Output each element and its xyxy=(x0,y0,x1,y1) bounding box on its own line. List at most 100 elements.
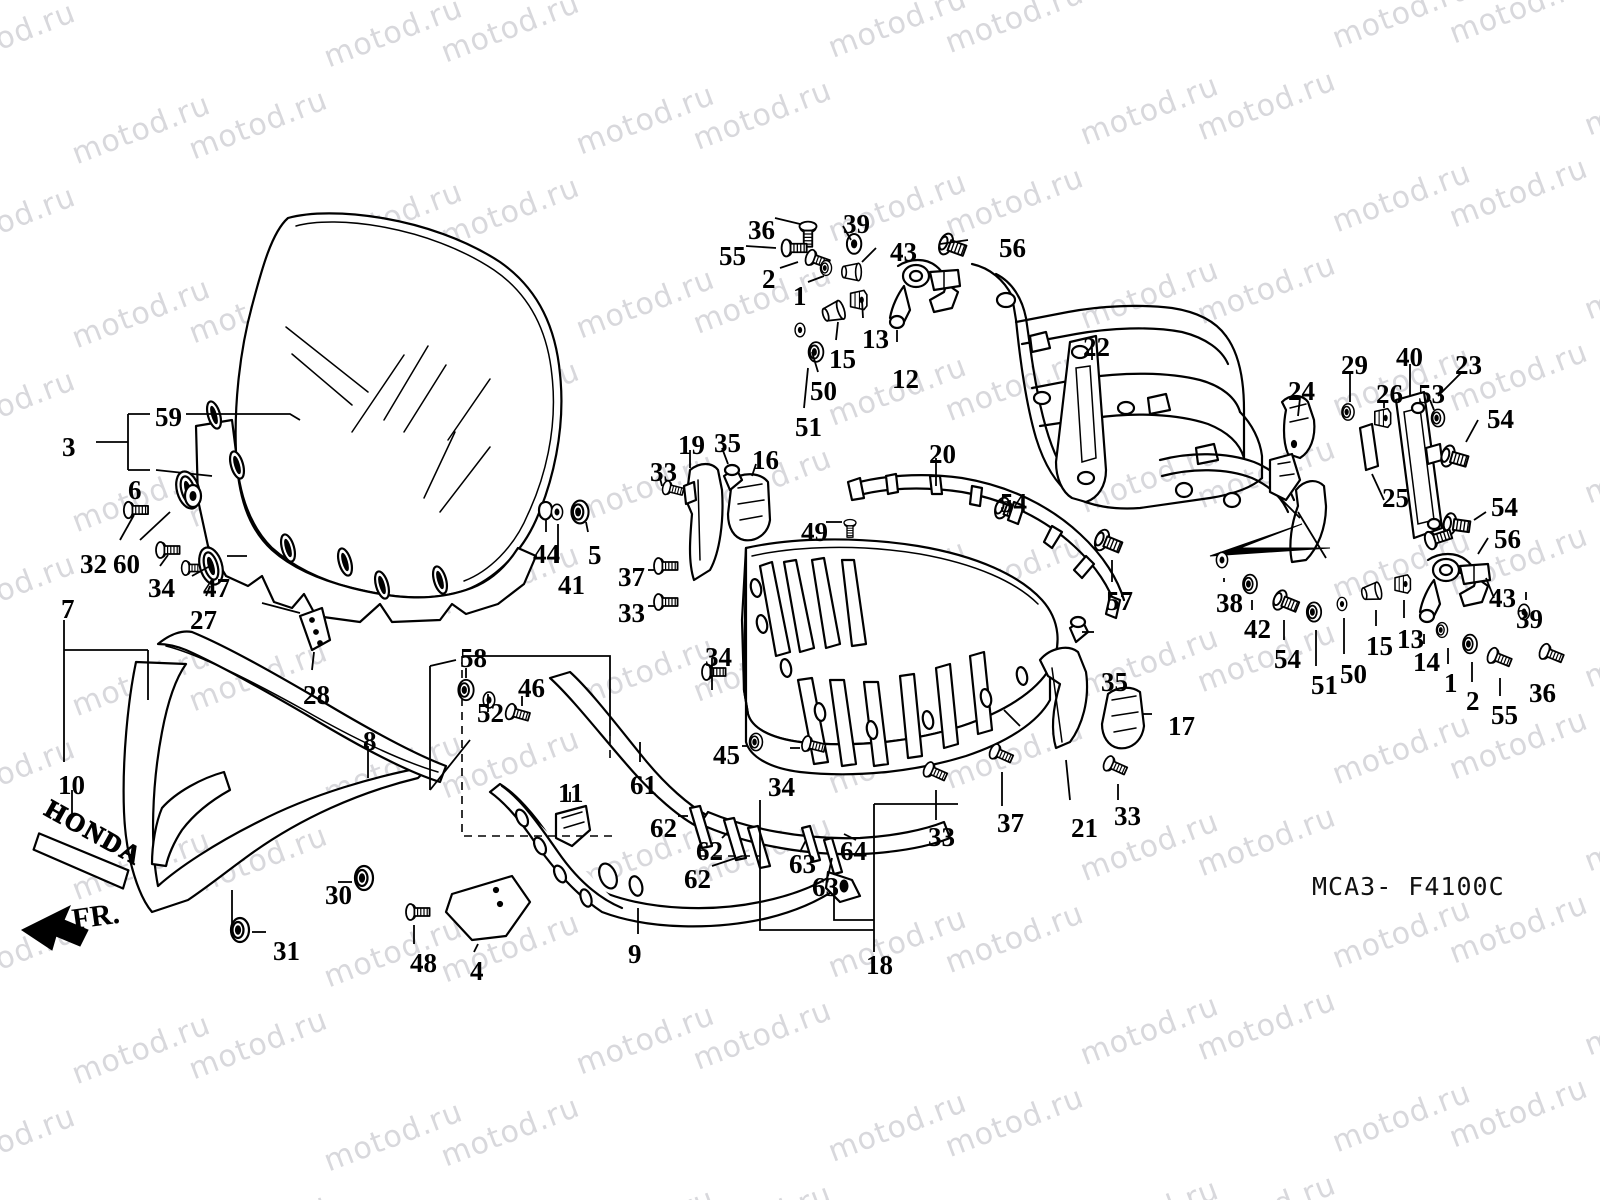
callout-number-40: 40 xyxy=(1396,342,1423,372)
callout-number-17: 17 xyxy=(1168,711,1195,741)
callout-number-43: 43 xyxy=(1489,583,1516,613)
callout-number-21: 21 xyxy=(1071,813,1098,843)
callout-number-39: 39 xyxy=(1516,604,1543,634)
callout-number-33: 33 xyxy=(618,598,645,628)
callout-number-44: 44 xyxy=(533,539,560,569)
callout-number-33: 33 xyxy=(928,822,955,852)
callout-number-30: 30 xyxy=(325,880,352,910)
callout-number-46: 46 xyxy=(518,673,545,703)
callout-number-64: 64 xyxy=(840,836,867,866)
callout-number-45: 45 xyxy=(713,740,740,770)
callout-number-9: 9 xyxy=(628,939,642,969)
callout-number-50: 50 xyxy=(1340,659,1367,689)
lock-assembly-12 xyxy=(888,258,962,342)
callout-number-61: 61 xyxy=(630,770,657,800)
callout-number-28: 28 xyxy=(303,680,330,710)
callout-number-31: 31 xyxy=(273,936,300,966)
callout-number-60: 60 xyxy=(113,549,140,579)
bracket-19 xyxy=(682,450,724,582)
callout-number-63: 63 xyxy=(789,849,816,879)
callout-number-34: 34 xyxy=(705,642,732,672)
callout-number-62: 62 xyxy=(650,813,677,843)
windscreen-lower-skirt xyxy=(194,400,538,624)
right-frame-piece xyxy=(1158,452,1331,564)
callout-number-16: 16 xyxy=(752,445,779,475)
callout-number-25: 25 xyxy=(1382,483,1409,513)
callout-number-4: 4 xyxy=(470,956,484,986)
bracket-16 xyxy=(726,463,772,542)
left-screws xyxy=(648,477,727,690)
right-lower-hardware xyxy=(1215,551,1412,666)
part-code-label: MCA3- F4100C xyxy=(1312,872,1505,901)
callout-number-26: 26 xyxy=(1376,379,1403,409)
callout-number-10: 10 xyxy=(58,770,85,800)
hardware-58-52-46 xyxy=(429,659,533,791)
callout-number-1: 1 xyxy=(1444,668,1458,698)
callout-number-37: 37 xyxy=(997,808,1024,838)
callout-number-15: 15 xyxy=(829,344,856,374)
callout-number-57: 57 xyxy=(1106,586,1133,616)
pin-45 xyxy=(742,732,764,752)
callout-number-55: 55 xyxy=(1491,700,1518,730)
callout-number-20: 20 xyxy=(929,439,956,469)
callout-number-19: 19 xyxy=(678,430,705,460)
fairing-panel xyxy=(122,630,448,914)
callout-number-49: 49 xyxy=(801,517,828,547)
callout-number-33: 33 xyxy=(1114,801,1141,831)
plate-28 xyxy=(261,602,332,671)
callout-number-51: 51 xyxy=(1311,670,1338,700)
callout-number-6: 6 xyxy=(128,475,142,505)
callout-number-37: 37 xyxy=(618,562,645,592)
callout-number-50: 50 xyxy=(810,376,837,406)
callout-number-5: 5 xyxy=(588,540,602,570)
callout-number-56: 56 xyxy=(999,233,1026,263)
callout-number-41: 41 xyxy=(558,570,585,600)
callout-number-54: 54 xyxy=(1491,492,1518,522)
callout-number-43: 43 xyxy=(890,237,917,267)
callout-number-36: 36 xyxy=(1529,678,1556,708)
gasket-20 xyxy=(846,458,1126,620)
inner-cowl xyxy=(740,538,1059,776)
callout-number-3: 3 xyxy=(62,432,76,462)
bracket-4 xyxy=(444,874,532,953)
callout-number-8: 8 xyxy=(363,726,377,756)
right-last-hardware xyxy=(1435,592,1567,696)
front-direction-label: FR. xyxy=(69,896,122,937)
callout-number-58: 58 xyxy=(460,643,487,673)
callout-number-33: 33 xyxy=(650,457,677,487)
callout-number-24: 24 xyxy=(1288,376,1315,406)
callout-number-51: 51 xyxy=(795,412,822,442)
pin-49 xyxy=(826,518,857,538)
callout-number-39: 39 xyxy=(843,209,870,239)
right-bracket-24 xyxy=(1280,394,1316,460)
callout-number-27: 27 xyxy=(190,605,217,635)
callout-number-2: 2 xyxy=(762,264,776,294)
callout-number-32: 32 xyxy=(80,549,107,579)
pad-17 xyxy=(1100,686,1152,750)
callout-number-12: 12 xyxy=(892,364,919,394)
callout-number-62: 62 xyxy=(684,864,711,894)
callout-number-54: 54 xyxy=(1487,404,1514,434)
callout-number-59: 59 xyxy=(155,402,182,432)
callout-number-18: 18 xyxy=(866,950,893,980)
right-flange-bolts xyxy=(1437,419,1489,582)
callout-number-22: 22 xyxy=(1083,332,1110,362)
small-hardware-left xyxy=(537,499,590,563)
callout-number-42: 42 xyxy=(1244,614,1271,644)
right-lock-assembly xyxy=(1418,552,1495,644)
fairing-fasteners xyxy=(229,864,431,944)
honda-emblem-plate xyxy=(32,832,130,890)
callout-number-53: 53 xyxy=(1418,379,1445,409)
fastener-35-left xyxy=(721,447,744,492)
callout-number-14: 14 xyxy=(1413,647,1440,677)
inner-beam-9 xyxy=(488,782,862,934)
callout-number-34: 34 xyxy=(768,772,795,802)
lower-screws xyxy=(790,734,1130,820)
rail-23 xyxy=(1394,371,1463,540)
upper-frame-22 xyxy=(970,262,1264,510)
callout-number-1: 1 xyxy=(793,281,807,311)
callout-number-55: 55 xyxy=(719,241,746,271)
callout-number-13: 13 xyxy=(1397,624,1424,654)
callout-number-63: 63 xyxy=(812,872,839,902)
